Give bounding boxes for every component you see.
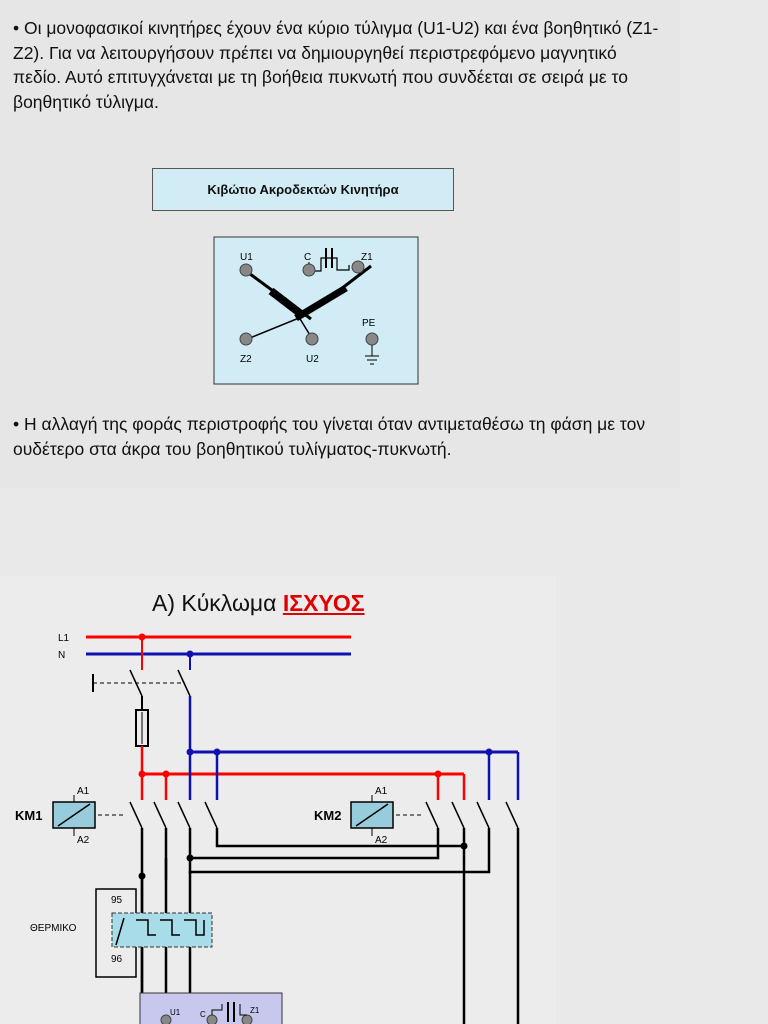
label-km2-a2: A2 bbox=[375, 835, 388, 846]
label-km1-a1: A1 bbox=[77, 786, 90, 797]
terminal-pe bbox=[365, 332, 379, 346]
terminal-u1 bbox=[239, 263, 253, 277]
power-circuit-heading: Α) Κύκλωμα ΙΣΧΥΟΣ bbox=[152, 590, 365, 617]
label-c: C bbox=[304, 252, 311, 263]
label-96: 96 bbox=[111, 954, 123, 965]
label-box-u1: U1 bbox=[170, 1008, 181, 1017]
label-95: 95 bbox=[111, 895, 123, 906]
power-circuit-diagram: L1 N KM1 A1 A2 KM2 A1 bbox=[15, 633, 520, 1024]
label-km1: KM1 bbox=[15, 808, 42, 823]
terminal-box-diagram: U1 C Z1 PE Z2 U2 bbox=[213, 236, 419, 385]
label-km2: KM2 bbox=[314, 808, 341, 823]
rotation-paragraph: • Η αλλαγή της φοράς περιστροφής του γίν… bbox=[13, 414, 646, 459]
label-km2-a1: A1 bbox=[375, 786, 388, 797]
label-box-c: C bbox=[200, 1010, 206, 1019]
intro-paragraph: • Οι μονοφασικοί κινητήρες έχουν ένα κύρ… bbox=[13, 18, 659, 112]
label-l1: L1 bbox=[58, 633, 70, 644]
label-z1: Z1 bbox=[361, 252, 373, 263]
slide-motor-intro: • Οι μονοφασικοί κινητήρες έχουν ένα κύρ… bbox=[0, 0, 680, 488]
label-box-z1: Z1 bbox=[250, 1006, 260, 1015]
heading-highlight: ΙΣΧΥΟΣ bbox=[282, 590, 365, 616]
label-z2: Z2 bbox=[240, 354, 252, 365]
label-km1-a2: A2 bbox=[77, 835, 90, 846]
label-u1: U1 bbox=[240, 252, 253, 263]
terminal-box-title: Κιβώτιο Ακροδεκτών Κινητήρα bbox=[152, 168, 454, 211]
terminal-z1 bbox=[351, 260, 365, 274]
label-u2: U2 bbox=[306, 354, 319, 365]
terminal-z2 bbox=[239, 332, 253, 346]
label-pe: PE bbox=[362, 318, 376, 329]
terminal-u2 bbox=[305, 332, 319, 346]
label-n: N bbox=[58, 650, 65, 661]
label-thermal: ΘΕΡΜΙΚΟ bbox=[30, 923, 77, 934]
terminal-c bbox=[302, 263, 316, 277]
heading-prefix: Α) Κύκλωμα bbox=[152, 590, 283, 616]
